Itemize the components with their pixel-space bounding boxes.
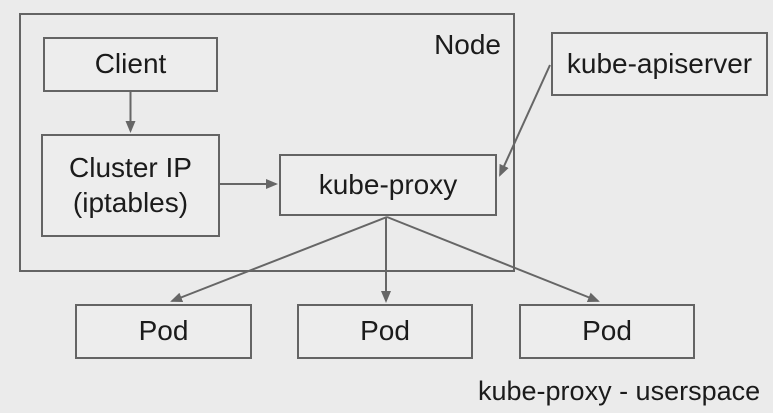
pod-label: Pod [138, 315, 189, 347]
pod-label: Pod [360, 315, 410, 347]
kube-apiserver-box: kube-apiserver [551, 32, 768, 96]
pod-box: Pod [75, 304, 252, 359]
client-box: Client [43, 37, 218, 92]
pod-box: Pod [519, 304, 695, 359]
node-container-label: Node [434, 29, 501, 60]
cluster-ip-label-line2: (iptables) [72, 186, 189, 218]
kube-proxy-label: kube-proxy [318, 168, 458, 200]
diagram-caption: kube-proxy - userspace [478, 376, 761, 406]
pod-box: Pod [297, 304, 473, 359]
client-label: Client [94, 48, 167, 80]
kube-proxy-box: kube-proxy [279, 154, 497, 216]
cluster-ip-label-line1: Cluster IP [69, 152, 192, 184]
kube-apiserver-label: kube-apiserver [566, 47, 753, 79]
cluster-ip-box: Cluster IP (iptables) [41, 134, 220, 237]
pod-label: Pod [582, 315, 632, 347]
